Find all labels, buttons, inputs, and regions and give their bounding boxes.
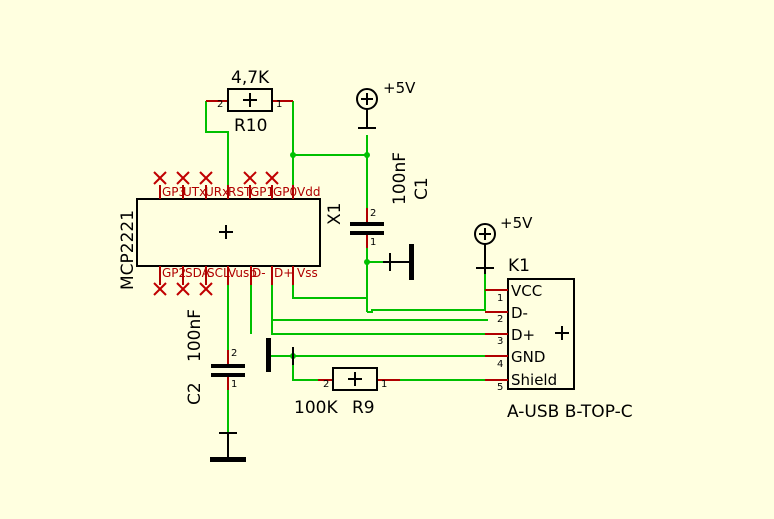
x1-ref: X1 [325,203,345,225]
ground-k1 [266,338,294,372]
r9-ref: R9 [352,398,375,418]
x1-pin-utx: UTx [183,185,206,199]
wires [205,101,488,432]
ground-bar-icon [210,457,246,462]
ground-bar-icon [409,244,414,280]
c1-ref: C1 [412,177,432,200]
wire-k1-vcc [367,290,486,313]
x1-pin-gp0: GP0 [273,185,297,199]
x1-pin-rst: RST [228,185,252,199]
wire-r10-rst [205,101,229,185]
c2-ref: C2 [185,382,205,405]
capacitor-c2[interactable]: 2 1 100nF C2 [185,309,245,405]
junction-dot [364,259,370,265]
x1-bottom-pin-lines [159,266,294,285]
x1-pin-dplus: D+ [274,266,293,280]
no-connect-icon [199,171,213,185]
no-connect-icon [265,171,279,185]
r10-ref: R10 [234,116,267,136]
k1-pin-num: 1 [497,293,503,304]
x1-pin-gp1: GP1 [250,185,274,199]
no-connect-icon [243,171,257,185]
r10-body [227,88,273,112]
k1-pin-dplus: D+ [511,326,535,344]
r10-pin2-num: 2 [217,99,223,110]
k1-pin-num: 5 [497,382,503,393]
power-5v-k1: +5V [474,214,533,274]
r9-pin2-num: 2 [323,379,329,390]
capacitor-c1[interactable]: 2 1 100nF C1 [350,152,432,248]
x1-pin-sda: SDA [185,266,211,280]
x1-pin-gp3: GP3 [162,185,186,199]
no-connect-icon [199,282,213,296]
c2-plate [211,364,245,368]
x1-part: MCP2221 [118,210,138,290]
c2-plate [211,373,245,377]
power-label: +5V [383,79,416,97]
x1-pin-vdd: Vdd [297,185,320,199]
k1-ref: K1 [508,256,530,276]
x1-pin-scl: SCL [207,266,230,280]
k1-pin-shield: Shield [511,371,557,389]
k1-pin-vcc: VCC [511,282,542,300]
r10-pin1-num: 1 [276,99,282,110]
x1-pin-vss: Vss [297,266,318,280]
c2-pin1-num: 1 [231,379,237,390]
junctions [290,152,370,359]
x1-pin-urx: URx [205,185,229,199]
r9-value: 100K [294,398,338,418]
resistor-r9[interactable]: 2 1 100K R9 [294,367,400,418]
no-connect-markers [153,171,279,296]
power-5v-top: +5V [356,79,416,129]
c2-value: 100nF [185,309,205,362]
x1-pin-gp2: GP2 [162,266,186,280]
resistor-r10[interactable]: 4,7K 2 1 R10 [206,68,293,136]
ground-bar-icon [266,338,271,372]
no-connect-icon [176,282,190,296]
ground-c2 [210,432,246,462]
x1-pin-vusb: Vusb [228,266,257,280]
ground-c1 [383,244,414,280]
wire-dplus-2 [271,319,488,334]
ic-x1[interactable]: MCP2221 X1 GP3 UTx URx RST GP1 GP0 Vdd [118,185,345,290]
x1-top-pin-lines [159,185,294,199]
no-connect-icon [153,171,167,185]
junction-dot [290,152,296,158]
k1-pin-num: 4 [497,359,503,370]
no-connect-icon [153,282,167,296]
c1-pin1-num: 1 [370,237,376,248]
k1-part: A-USB B-TOP-C [507,402,633,422]
wire-vss [292,285,367,299]
c1-plate [350,222,384,226]
c2-pin2-num: 2 [231,348,237,359]
c1-pin2-num: 2 [370,208,376,219]
no-connect-icon [176,171,190,185]
k1-pin-gnd: GND [511,348,545,366]
x1-pin-dminus: D- [252,266,266,280]
r10-value: 4,7K [231,68,270,88]
connector-k1[interactable]: K1 1 2 3 4 5 VCC D- D+ GND Shield A-USB … [485,256,633,422]
r9-body [332,367,378,391]
k1-pin-dminus: D- [511,304,528,322]
c1-value: 100nF [390,152,410,205]
wire-shield [292,356,318,381]
r9-pin1-num: 1 [381,379,387,390]
power-label: +5V [500,214,533,232]
k1-pin-num: 2 [497,314,503,325]
junction-dot [364,152,370,158]
k1-pin-num: 3 [497,336,503,347]
c1-plate [350,231,384,235]
